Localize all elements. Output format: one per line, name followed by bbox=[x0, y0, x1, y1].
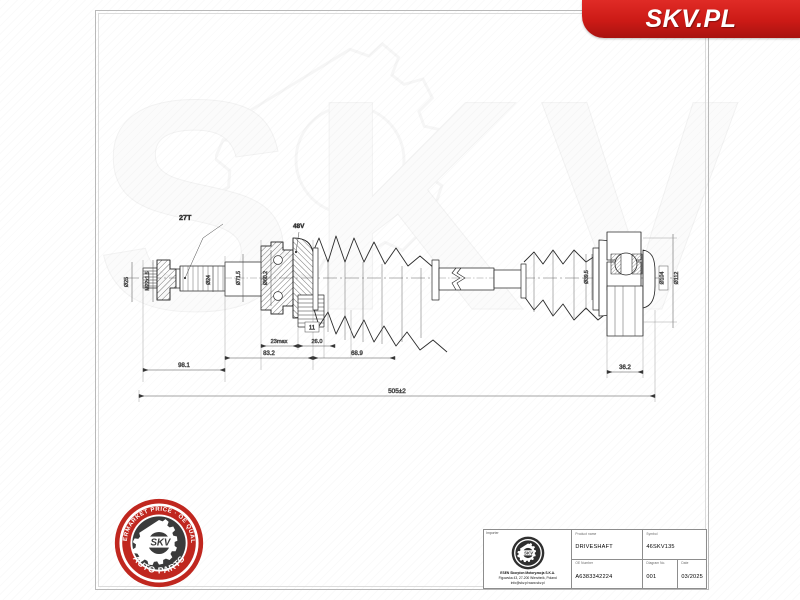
dim-thread-m22: M22x1.5 bbox=[145, 260, 154, 302]
field-date-value: 03/2025 bbox=[681, 573, 703, 580]
field-date: Date 03/2025 bbox=[677, 559, 706, 588]
driveshaft-technical-drawing: 98.1 83.2 68.9 23max bbox=[124, 213, 680, 402]
dim-68: 68.9 bbox=[312, 351, 396, 361]
dim-23max-label: 23max bbox=[271, 339, 288, 345]
field-date-label: Date bbox=[681, 561, 689, 565]
dim-dia-24-label: Ø24 bbox=[206, 275, 212, 285]
dim-11: 11 bbox=[304, 321, 320, 333]
dim-26-label: 26.0 bbox=[312, 339, 323, 345]
dim-36-label: 36.2 bbox=[619, 365, 631, 371]
dim-11-label: 11 bbox=[309, 326, 316, 332]
dim-23max: 23max bbox=[260, 339, 299, 349]
title-block: Importer SKV ESEN Skorpion Motoryzacja S… bbox=[483, 529, 707, 589]
skv-brand-label: SKV.PL bbox=[645, 4, 737, 33]
importer-caption: Importer bbox=[486, 531, 499, 535]
field-product-name-value: DRIVESHAFT bbox=[575, 544, 613, 551]
field-product-name-label: Product name bbox=[575, 531, 597, 536]
dim-dia-112-label: Ø112 bbox=[674, 272, 680, 285]
field-diagram-no-label: Diagram No. bbox=[646, 561, 666, 565]
field-diagram-no-value: 001 bbox=[646, 573, 657, 580]
company-address: Figowska 43, 27-200 Wierzbnik, Poland bbox=[498, 575, 557, 580]
dim-83-label: 83.2 bbox=[263, 351, 275, 357]
company-name: ESEN Skorpion Motoryzacja S.K.A. bbox=[500, 571, 556, 575]
dim-thread-m22-label: M22x1.5 bbox=[145, 271, 151, 290]
field-symbol-label: Symbol bbox=[646, 531, 658, 536]
dim-dia-24: Ø24 bbox=[206, 266, 214, 292]
quality-badge: SKV AFTERMARKET PRICE · OE QUALITY AUTO … bbox=[113, 497, 204, 588]
callout-48v-label: 48V bbox=[293, 223, 305, 230]
field-oe-number: OE Number A6383342224 bbox=[572, 560, 642, 589]
callout-27t-label: 27T bbox=[179, 213, 192, 222]
dim-68-label: 68.9 bbox=[351, 351, 363, 357]
skv-brand-banner: SKV.PL bbox=[582, 0, 800, 38]
dim-dia-25-label: Ø25 bbox=[124, 277, 130, 287]
dim-98-label: 98.1 bbox=[178, 363, 190, 369]
dim-total-length: 505±2 bbox=[138, 388, 656, 399]
dim-dia-112: Ø112 bbox=[672, 234, 680, 328]
dim-dia-104: Ø104 bbox=[658, 265, 669, 291]
dim-dia-39-label: Ø39.5 bbox=[584, 270, 590, 284]
drawing-frame-outer bbox=[95, 10, 709, 590]
dim-dia-39: Ø39.5 bbox=[584, 254, 593, 300]
dim-83: 83.2 bbox=[224, 351, 314, 361]
field-oe-number-label: OE Number bbox=[575, 561, 594, 565]
dim-dia-25: Ø25 bbox=[124, 262, 133, 302]
skv-gear-logo-icon: SKV bbox=[511, 536, 545, 570]
company-address-block: ESEN Skorpion Motoryzacja S.K.A. Figowsk… bbox=[499, 571, 557, 585]
company-contact: info@skv.pl www.skv.pl bbox=[510, 580, 545, 585]
title-block-company-cell: Importer SKV ESEN Skorpion Motoryzacja S… bbox=[484, 530, 573, 588]
callout-27t: 27T bbox=[179, 213, 224, 280]
field-symbol-value: 46SKV135 bbox=[646, 544, 675, 551]
title-block-row-top: Product name DRIVESHAFT Symbol 46SKV135 bbox=[572, 530, 706, 560]
title-block-fields: Product name DRIVESHAFT Symbol 46SKV135 … bbox=[572, 530, 706, 588]
dim-dia-60: Ø60.2 bbox=[263, 250, 272, 306]
callout-48v: 48V bbox=[293, 223, 305, 254]
field-symbol: Symbol 46SKV135 bbox=[642, 530, 706, 559]
field-product-name: Product name DRIVESHAFT bbox=[572, 530, 642, 559]
dim-26: 26.0 bbox=[297, 339, 336, 349]
badge-center-label: SKV bbox=[150, 537, 171, 548]
dim-98: 98.1 bbox=[142, 363, 226, 373]
field-diagram-no: Diagram No. 001 bbox=[642, 559, 677, 588]
dim-dia-104-label: Ø104 bbox=[660, 272, 666, 285]
dim-36: 36.2 bbox=[606, 365, 644, 375]
dim-dia-60-label: Ø60.2 bbox=[263, 271, 269, 285]
dim-dia-71-label: Ø71.5 bbox=[236, 271, 242, 285]
field-oe-number-value: A6383342224 bbox=[575, 573, 613, 580]
dim-dia-71: Ø71.5 bbox=[236, 254, 244, 302]
drawing-frame-inner bbox=[98, 13, 706, 587]
skv-gear-logo-text: SKV bbox=[524, 550, 534, 555]
dim-total-length-label: 505±2 bbox=[388, 388, 406, 395]
title-block-row-bottom: OE Number A6383342224 Diagram No. 001 Da… bbox=[572, 559, 706, 589]
